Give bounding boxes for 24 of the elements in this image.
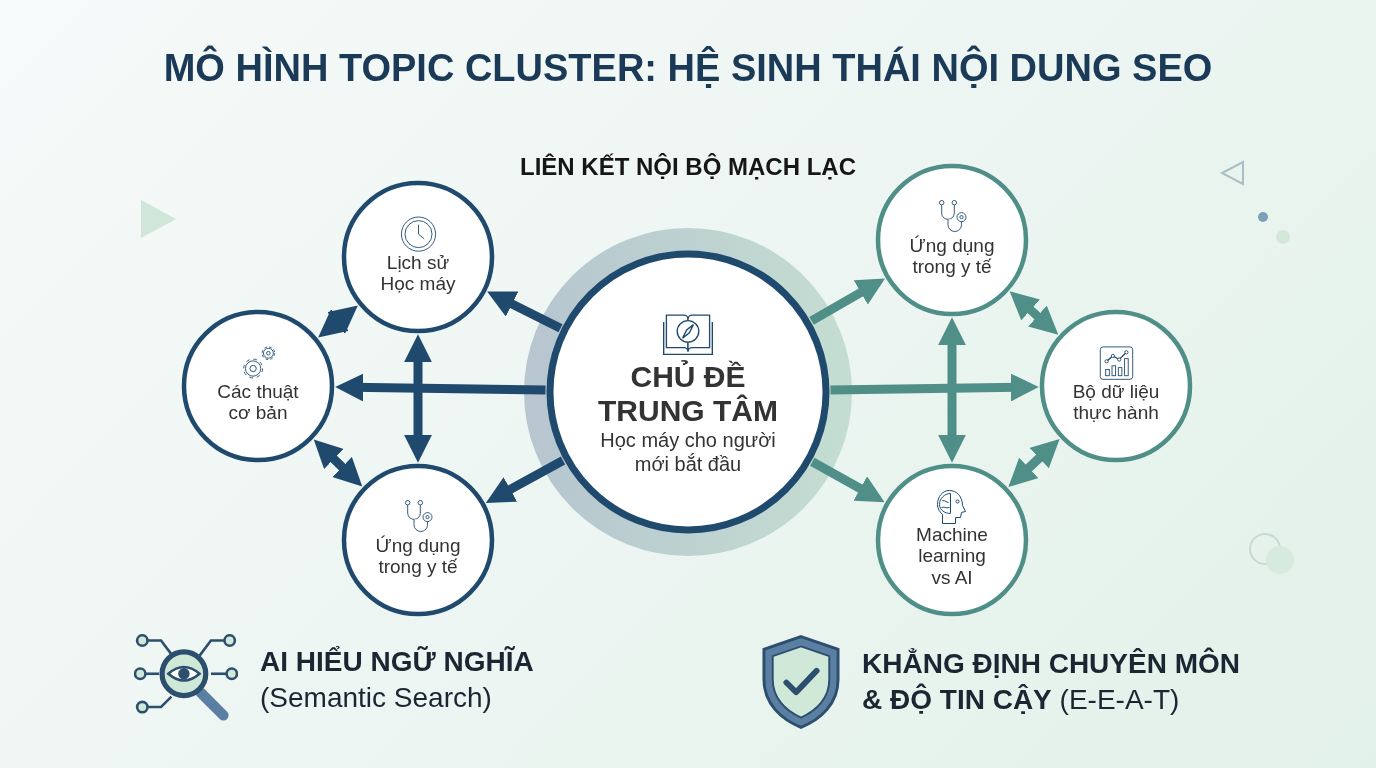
- node-text: Các thuật cơ bản: [216, 381, 300, 424]
- double-arrow: [938, 317, 966, 463]
- double-arrow: [1008, 438, 1060, 488]
- double-arrow: [404, 334, 432, 463]
- arrow: [485, 456, 566, 503]
- heading-text: LIÊN KẾT NỘI BỘ MẠCH LẠC: [520, 153, 856, 182]
- feature-text: AI HIỂU NGỮ NGHĨA (Semantic Search): [260, 644, 535, 715]
- arrow: [335, 373, 546, 402]
- node-text: Học máy cho người mới bắt đầu: [599, 427, 777, 476]
- double-arrow: [1009, 291, 1059, 335]
- double-arrow: [313, 439, 363, 487]
- arrow: [487, 291, 563, 333]
- node-text: Bộ dữ liệu thực hành: [1071, 381, 1161, 424]
- node-text: Ứng dụng trong y tế: [908, 235, 996, 278]
- node-heading: CHỦ ĐỀ TRUNG TÂM: [597, 359, 779, 427]
- node-text: Lịch sử Học máy: [379, 252, 457, 295]
- arrow: [830, 373, 1039, 402]
- arrow: [810, 457, 885, 503]
- feature-text: KHẲNG ĐỊNH CHUYÊN MÔN & ĐỘ TIN CẬY (E-E-A-T): [862, 646, 1241, 717]
- arrow: [809, 278, 886, 325]
- node-text: Ứng dụng trong y tế: [374, 535, 462, 578]
- double-arrow: [318, 305, 358, 338]
- node-text: Machine learning vs AI: [915, 524, 989, 589]
- title: MÔ HÌNH TOPIC CLUSTER: HỆ SINH THÁI NỘI DUNG SEO: [163, 46, 1213, 91]
